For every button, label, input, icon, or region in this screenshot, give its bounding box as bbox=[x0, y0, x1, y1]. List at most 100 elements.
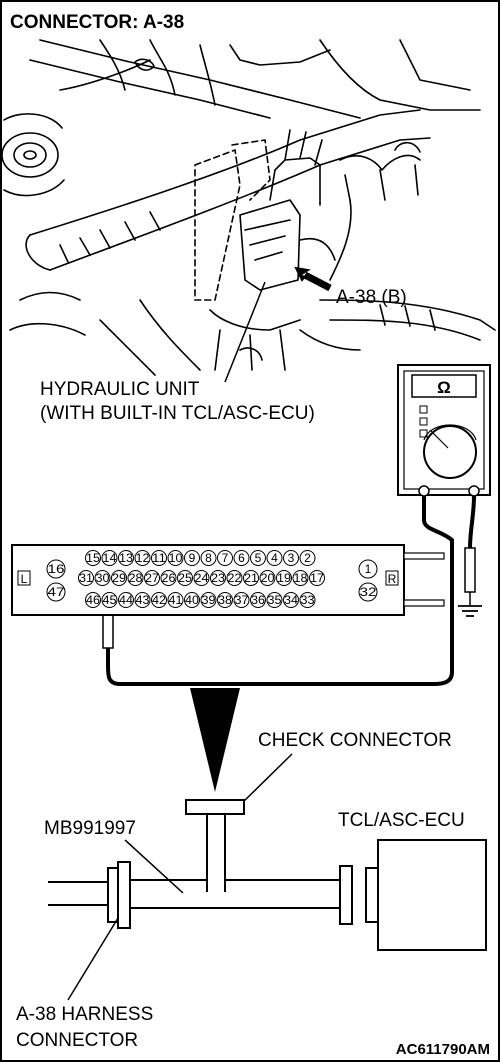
pin-number: 11 bbox=[152, 551, 166, 565]
pin-number: 2 bbox=[304, 551, 311, 565]
pin-number: 9 bbox=[189, 551, 196, 565]
pin-circle bbox=[217, 592, 233, 608]
pin-circle bbox=[184, 550, 200, 566]
connector-pin-35: 35 bbox=[266, 592, 283, 608]
connector-pin-45: 45 bbox=[101, 592, 118, 608]
harness-leader bbox=[67, 917, 119, 1001]
pin-number: 27 bbox=[145, 571, 159, 585]
pin-number: 44 bbox=[119, 593, 133, 607]
check-connector-label: CHECK CONNECTOR bbox=[258, 730, 452, 751]
connector-pin-36: 36 bbox=[250, 592, 266, 608]
harness-sublabel: CONNECTOR bbox=[16, 1030, 138, 1051]
connector-pin-23: 23 bbox=[210, 570, 226, 586]
hydraulic-unit-label: HYDRAULIC UNIT bbox=[40, 379, 200, 400]
pin-circle bbox=[299, 592, 316, 608]
pin-circle bbox=[144, 570, 160, 586]
meter-dial bbox=[423, 425, 477, 479]
connector-pin-1: 1 bbox=[358, 559, 378, 579]
pin-circle bbox=[276, 570, 292, 586]
pin-circle bbox=[167, 592, 184, 608]
pin-circle bbox=[101, 592, 118, 608]
connector-ref-label: A-38 (B) bbox=[336, 287, 407, 308]
pin-circle bbox=[46, 559, 66, 579]
pin-circle bbox=[283, 550, 299, 566]
probe-jack-right bbox=[468, 485, 480, 497]
connector-pin-30: 30 bbox=[94, 570, 111, 586]
pin-circle bbox=[193, 570, 210, 586]
pin-number: 16 bbox=[48, 562, 65, 576]
pin-circle bbox=[250, 592, 266, 608]
pin-number: 22 bbox=[228, 571, 242, 585]
engine-bay-illustration bbox=[1, 39, 496, 376]
pin-number: 12 bbox=[136, 551, 150, 565]
pin-number: 4 bbox=[271, 551, 278, 565]
pin-circle bbox=[184, 592, 200, 608]
ground-lead bbox=[468, 495, 476, 549]
connector-pin-11: 11 bbox=[151, 550, 167, 566]
pin-circle bbox=[299, 550, 316, 566]
pin-circle bbox=[118, 592, 134, 608]
pin-number: 32 bbox=[360, 585, 377, 599]
pin-circle bbox=[283, 592, 299, 608]
connector-pin-44: 44 bbox=[118, 592, 134, 608]
pin-circle bbox=[101, 550, 118, 566]
pin-number: 21 bbox=[244, 571, 258, 585]
pin-number: 39 bbox=[202, 593, 216, 607]
pin-number: 8 bbox=[205, 551, 212, 565]
connector-pin-12: 12 bbox=[134, 550, 151, 566]
pin-number: 1 bbox=[365, 562, 372, 576]
pin-number: 18 bbox=[294, 571, 308, 585]
pin-number: 23 bbox=[211, 571, 225, 585]
connector-pin-4: 4 bbox=[266, 550, 283, 566]
connector-pin-13: 13 bbox=[118, 550, 134, 566]
check-connector-leader bbox=[239, 753, 293, 806]
connector-pin-38: 38 bbox=[217, 592, 233, 608]
connector-pin-34: 34 bbox=[283, 592, 299, 608]
flow-arrow bbox=[190, 688, 240, 792]
connector-pin-37: 37 bbox=[233, 592, 250, 608]
connector-pin-40: 40 bbox=[184, 592, 200, 608]
connector-pin-14: 14 bbox=[101, 550, 118, 566]
connector-pin-3: 3 bbox=[283, 550, 299, 566]
pin-circle bbox=[111, 570, 127, 586]
connector-pin-16: 16 bbox=[46, 559, 66, 579]
connector-pin-47: 47 bbox=[46, 582, 66, 602]
figure-code: AC611790AM bbox=[396, 1041, 490, 1058]
pin-circle bbox=[233, 592, 250, 608]
pin-circle bbox=[358, 582, 378, 602]
connector-pin-2: 2 bbox=[299, 550, 316, 566]
connector-pin-46: 46 bbox=[85, 592, 101, 608]
pin-number: 46 bbox=[86, 593, 100, 607]
pin-circle bbox=[266, 550, 283, 566]
connector-pin-19: 19 bbox=[276, 570, 292, 586]
pin-circle bbox=[210, 570, 226, 586]
connector-pin-17: 17 bbox=[309, 570, 325, 586]
connector-pin-33: 33 bbox=[299, 592, 316, 608]
pin-number: 26 bbox=[162, 571, 176, 585]
connector-pin-22: 22 bbox=[226, 570, 243, 586]
pin-circle bbox=[85, 550, 101, 566]
connector-pin-6: 6 bbox=[233, 550, 250, 566]
pin-number: 19 bbox=[277, 571, 291, 585]
pin-number: 33 bbox=[301, 593, 315, 607]
connector-pin-31: 31 bbox=[78, 570, 94, 586]
check-connector bbox=[185, 799, 245, 892]
pin-number: 25 bbox=[178, 571, 192, 585]
connector-pin-25: 25 bbox=[177, 570, 193, 586]
connector-pin-32: 32 bbox=[358, 582, 378, 602]
connector-pin-7: 7 bbox=[217, 550, 233, 566]
ohm-display bbox=[411, 374, 477, 398]
pin-number: 35 bbox=[268, 593, 282, 607]
ecu-label: TCL/ASC-ECU bbox=[338, 810, 465, 831]
connector-pin-20: 20 bbox=[259, 570, 276, 586]
connector-pin-26: 26 bbox=[160, 570, 177, 586]
pin-circle bbox=[226, 570, 243, 586]
ecu-box bbox=[365, 839, 487, 951]
ground-symbol bbox=[458, 605, 482, 617]
diagram-title: CONNECTOR: A-38 bbox=[10, 12, 184, 33]
